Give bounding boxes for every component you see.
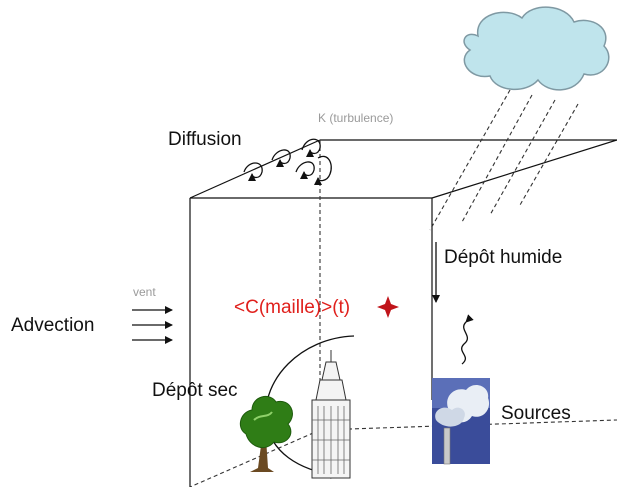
wind-label: vent <box>133 285 156 299</box>
diffusion-curls <box>243 138 332 186</box>
skyscraper-icon <box>311 350 351 479</box>
turbulence-label: K (turbulence) <box>318 111 394 125</box>
cloud-icon <box>463 6 610 91</box>
wet-deposition-label: Dépôt humide <box>444 247 563 268</box>
plume-squiggle <box>461 314 474 365</box>
concentration-label: <C(maille)>(t) <box>234 297 351 318</box>
dry-deposition-label: Dépôt sec <box>152 380 238 401</box>
diffusion-label: Diffusion <box>168 129 242 150</box>
rain-lines <box>429 89 579 231</box>
sources-label: Sources <box>501 403 571 424</box>
star-icon <box>377 296 399 318</box>
tree-icon <box>239 395 293 472</box>
smokestack-icon <box>432 378 490 465</box>
advection-label: Advection <box>11 315 95 336</box>
advection-arrows <box>132 306 173 344</box>
